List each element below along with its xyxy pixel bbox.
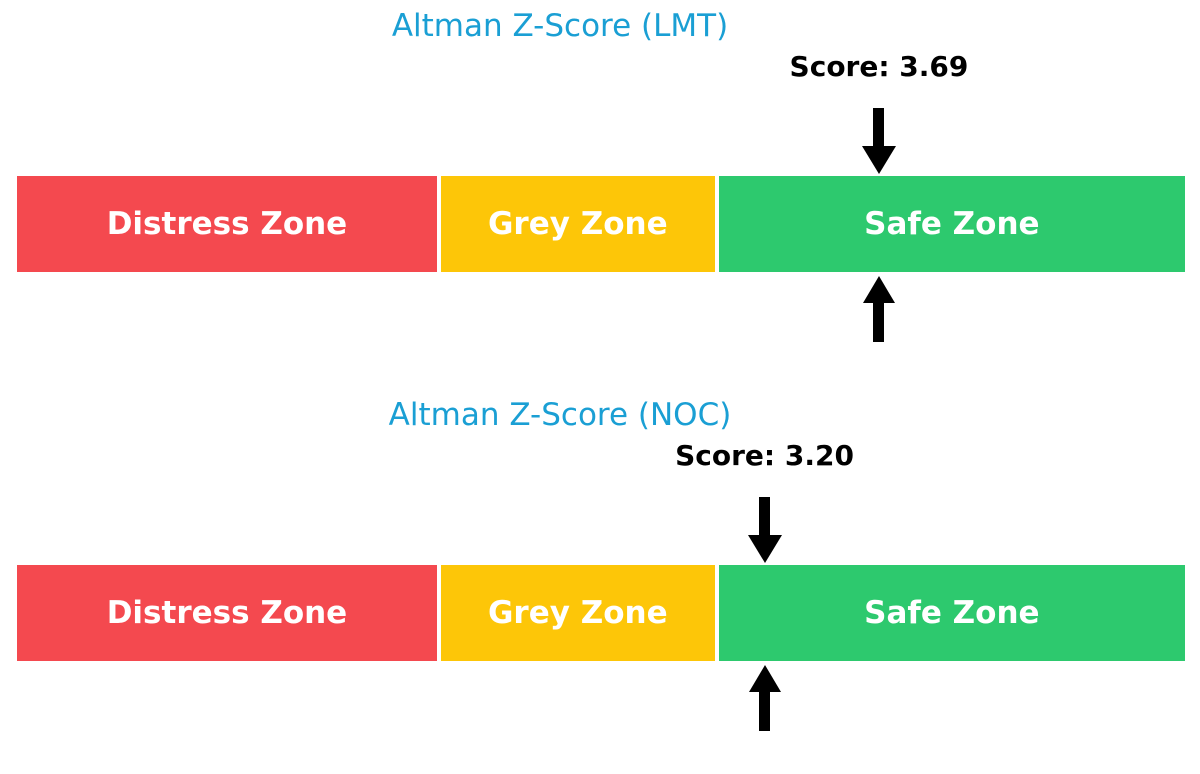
arrow-head bbox=[862, 276, 895, 303]
chart-title: Altman Z-Score (LMT) bbox=[391, 8, 729, 44]
zone-grey-label: Grey Zone bbox=[487, 595, 668, 631]
zone-safe-label: Safe Zone bbox=[864, 595, 1040, 631]
up-arrow-icon bbox=[862, 276, 895, 342]
zone-distress: Distress Zone bbox=[17, 565, 437, 661]
zone-bar: Distress Zone Grey Zone Safe Zone bbox=[17, 176, 1185, 272]
down-arrow-icon bbox=[861, 108, 896, 174]
zone-safe: Safe Zone bbox=[718, 565, 1185, 661]
arrow-stem bbox=[873, 108, 885, 146]
zone-distress-label: Distress Zone bbox=[106, 206, 348, 242]
score-annotation: Score: 3.20 bbox=[675, 439, 854, 472]
arrow-stem bbox=[759, 497, 771, 535]
zone-grey: Grey Zone bbox=[440, 176, 715, 272]
altman-zscore-chart-noc: Altman Z-Score (NOC) Score: 3.20 Distres… bbox=[0, 389, 1200, 774]
zone-bar: Distress Zone Grey Zone Safe Zone bbox=[17, 565, 1185, 661]
zone-distress-label: Distress Zone bbox=[106, 595, 348, 631]
zone-grey-label: Grey Zone bbox=[487, 206, 668, 242]
arrow-head bbox=[861, 146, 896, 174]
down-arrow-icon bbox=[747, 497, 782, 563]
zone-safe-label: Safe Zone bbox=[864, 206, 1040, 242]
altman-zscore-chart-lmt: Altman Z-Score (LMT) Score: 3.69 Distres… bbox=[17, 8, 1185, 342]
up-arrow-icon bbox=[748, 665, 781, 731]
arrow-stem bbox=[759, 692, 771, 731]
arrow-head bbox=[748, 665, 781, 692]
chart-title: Altman Z-Score (NOC) bbox=[388, 397, 732, 433]
arrow-head bbox=[747, 535, 782, 563]
zone-distress: Distress Zone bbox=[17, 176, 437, 272]
arrow-stem bbox=[873, 303, 885, 342]
zone-grey: Grey Zone bbox=[440, 565, 715, 661]
zone-safe: Safe Zone bbox=[718, 176, 1185, 272]
score-annotation: Score: 3.69 bbox=[789, 50, 969, 83]
